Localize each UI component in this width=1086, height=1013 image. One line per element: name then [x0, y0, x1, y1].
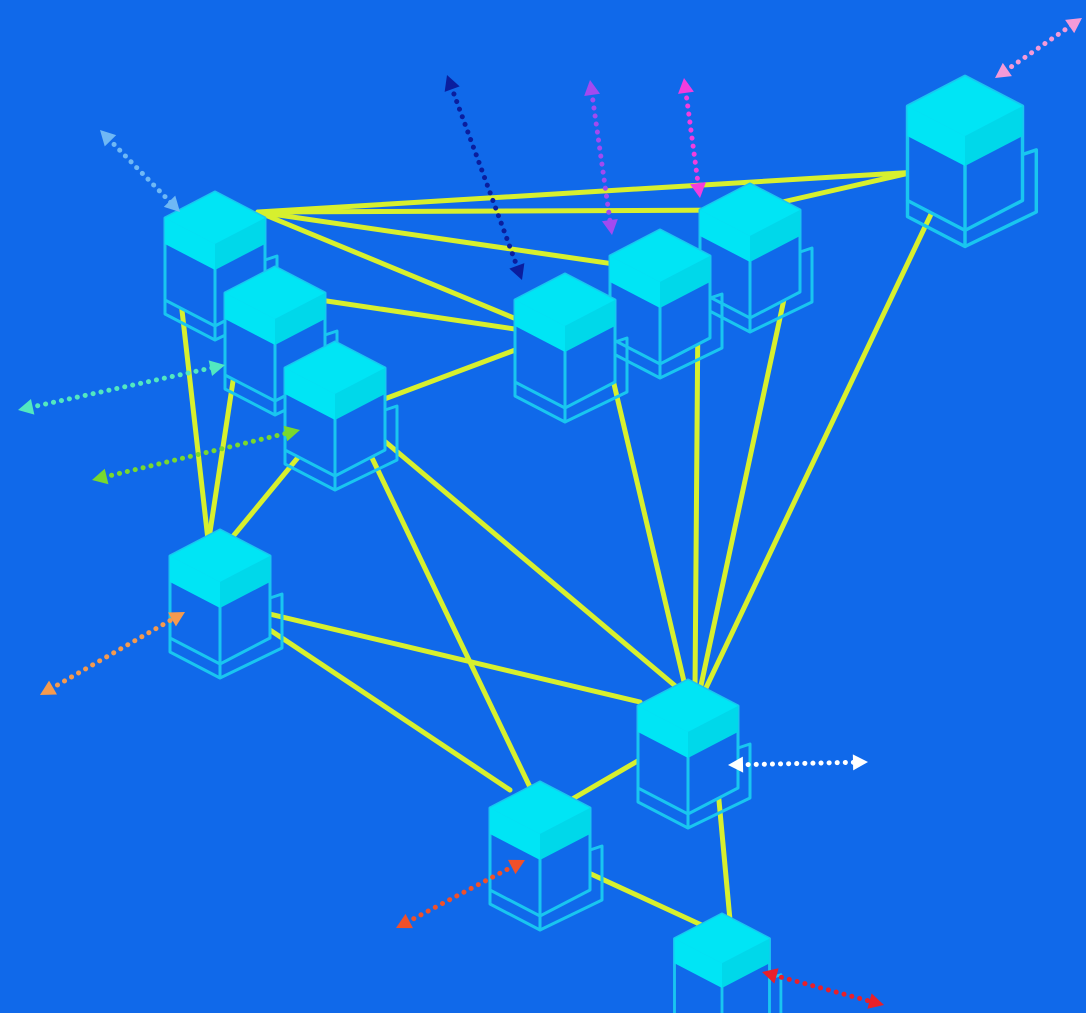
network-link-22 [702, 167, 955, 693]
traffic-arrow-red [762, 968, 884, 1009]
traffic-arrow-red-orange [396, 859, 525, 929]
computer-workstation-bottom-right-icon [673, 912, 783, 1013]
network-link-2 [255, 207, 748, 215]
computer-workstation-bottom-left-icon [168, 528, 284, 680]
network-link-11 [227, 452, 303, 543]
network-link-21 [697, 259, 795, 693]
network-link-4 [255, 209, 558, 338]
traffic-arrow-pink [995, 18, 1082, 78]
computer-workstation-bottom-center-icon [488, 780, 604, 932]
network-link-1 [255, 167, 953, 215]
traffic-arrow-top-left [100, 130, 180, 212]
network-link-15 [237, 607, 513, 793]
network-link-5 [175, 272, 211, 543]
network-link-19 [692, 302, 701, 693]
traffic-arrow-navy [444, 75, 525, 280]
traffic-arrow-teal [18, 360, 225, 415]
network-link-12 [347, 409, 695, 703]
network-link-14 [237, 604, 643, 705]
traffic-arrow-violet [584, 80, 618, 235]
network-link-17 [603, 347, 689, 693]
traffic-arrow-white [728, 754, 868, 773]
network-link-13 [347, 409, 543, 811]
computer-hub-icon [636, 678, 752, 830]
traffic-arrow-orange [40, 612, 185, 695]
traffic-arrow-green [92, 425, 300, 485]
traffic-arrow-magenta [678, 78, 706, 198]
computer-workstation-left-low-icon [283, 340, 399, 492]
computer-workstation-center-icon [513, 272, 629, 424]
computer-workstation-upper-right-icon [698, 182, 814, 334]
arrows-layer [18, 18, 1082, 1009]
network-link-25 [575, 865, 711, 931]
network-link-3 [255, 209, 658, 273]
